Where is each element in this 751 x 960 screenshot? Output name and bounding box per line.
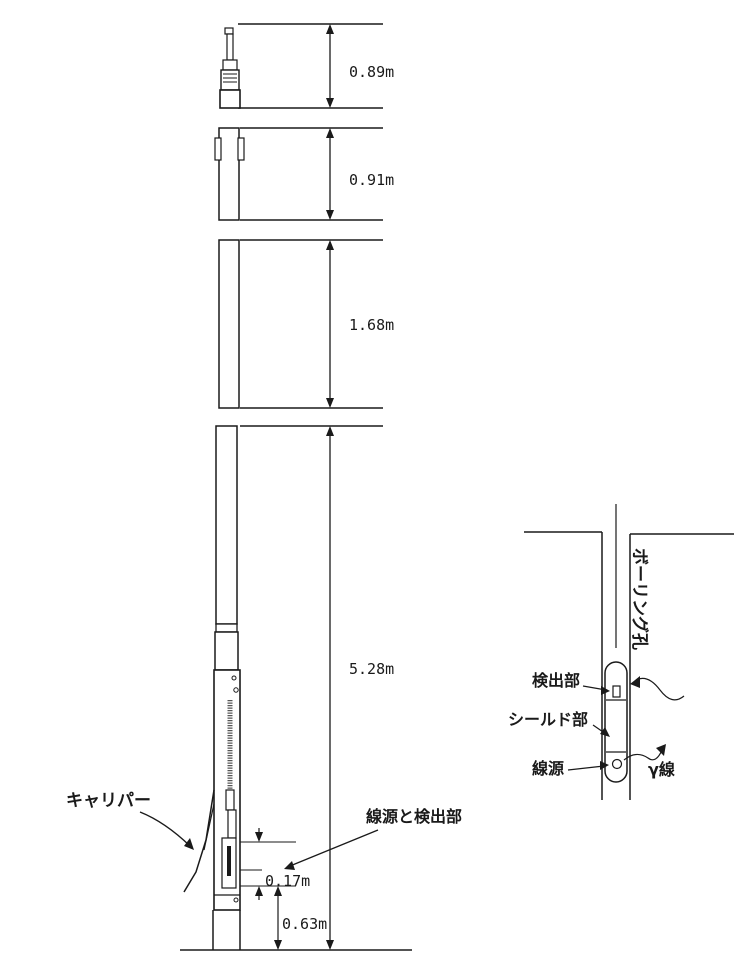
svg-text:ボーリング孔: ボーリング孔	[629, 548, 650, 650]
dim-label-0-91: 0.91m	[349, 171, 394, 189]
source-and-detector-leader	[289, 829, 379, 867]
caliper-arm	[183, 789, 215, 893]
gamma-ray-label: γ線	[648, 760, 675, 779]
dim-label-0-89: 0.89m	[349, 63, 394, 81]
dim-label-0-17: 0.17m	[265, 872, 310, 890]
probe-section-3	[218, 239, 383, 409]
source-leader	[567, 765, 605, 771]
dim-label-5-28: 5.28m	[349, 660, 394, 678]
detector-label: 検出部	[532, 671, 580, 690]
dim-label-0-63: 0.63m	[282, 915, 327, 933]
caliper-label: キャリパー	[66, 791, 151, 811]
borehole-label: ボーリング孔	[629, 548, 650, 650]
probe-section-cable-head	[219, 23, 383, 109]
dimension-arrows	[240, 24, 334, 950]
source-label: 線源	[532, 759, 564, 778]
probe-section-4	[212, 425, 383, 950]
source-and-detector-label: 線源と検出部	[366, 807, 462, 826]
shield-label: シールド部	[508, 710, 588, 729]
probe-section-2	[214, 127, 383, 221]
dim-label-1-68: 1.68m	[349, 316, 394, 334]
borehole-diagram	[524, 504, 734, 800]
caliper-leader	[139, 811, 191, 847]
